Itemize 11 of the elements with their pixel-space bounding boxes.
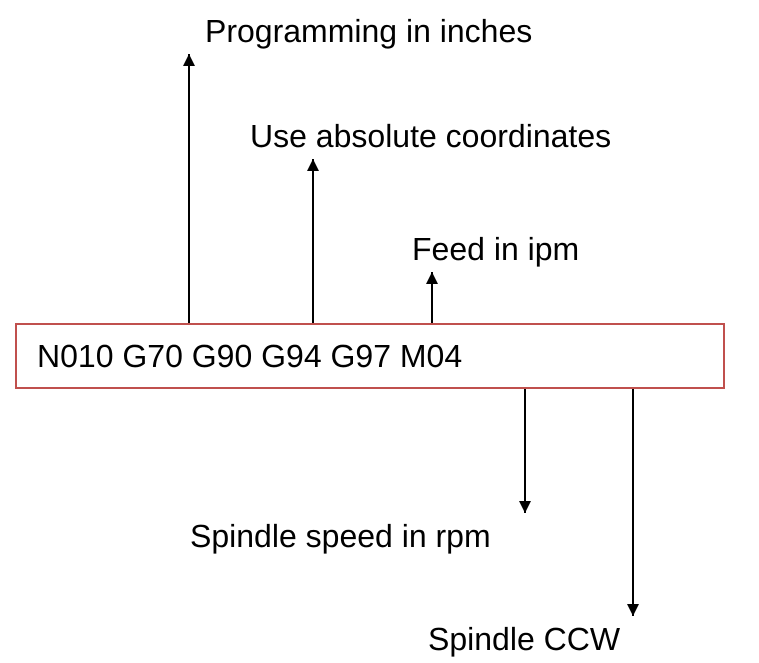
leader-arrow (519, 389, 531, 513)
annotation-label: Use absolute coordinates (250, 117, 612, 155)
leader-arrow (627, 389, 639, 616)
leader-arrow (307, 159, 319, 323)
leader-arrow (426, 272, 438, 323)
annotation-label: Spindle CCW (428, 620, 620, 658)
leader-arrow (183, 54, 195, 323)
code-box: N010 G70 G90 G94 G97 M04 (15, 323, 725, 389)
annotation-label: Programming in inches (205, 12, 532, 50)
annotation-label: Spindle speed in rpm (190, 517, 491, 555)
annotation-label: Feed in ipm (412, 230, 580, 268)
